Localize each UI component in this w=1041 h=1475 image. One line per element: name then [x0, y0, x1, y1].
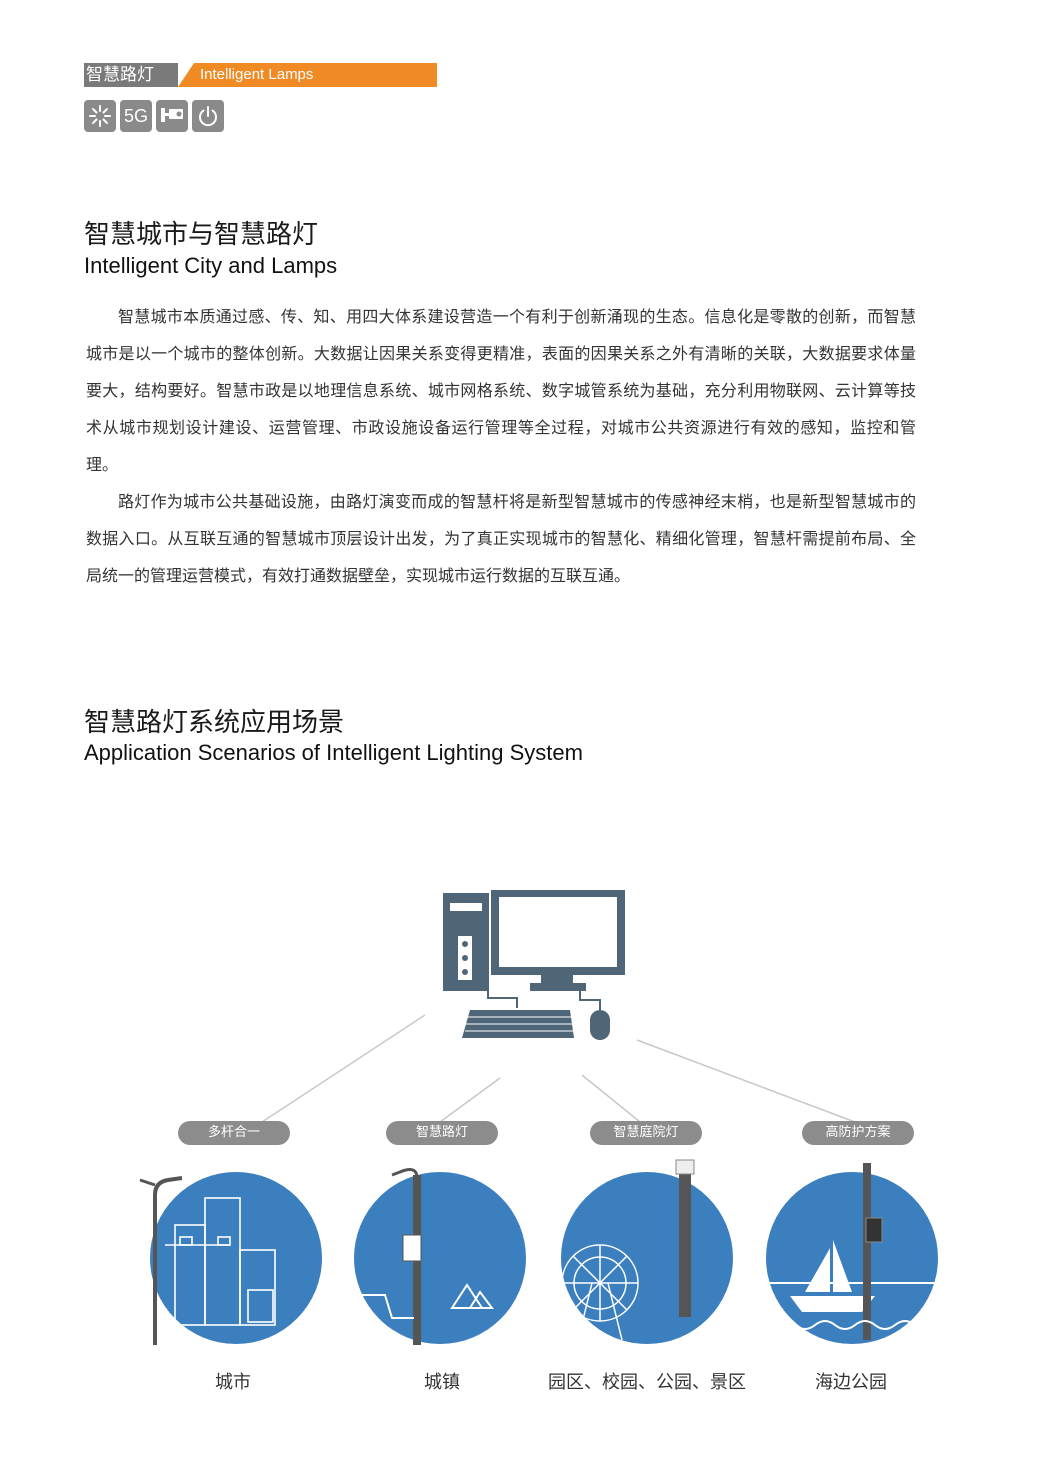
caption-town: 城镇 [424, 1372, 460, 1393]
scenario-circle-town [354, 1168, 526, 1345]
5g-icon: 5G [120, 100, 152, 132]
caption-park: 园区、校园、公园、景区 [548, 1372, 746, 1393]
scenario-circle-park [561, 1159, 733, 1344]
section1-title-cn: 智慧城市与智慧路灯 [84, 220, 319, 250]
header-title-en: Intelligent Lamps [178, 63, 437, 87]
camera-icon [156, 100, 188, 132]
section1-paragraph-2: 路灯作为城市公共基础设施，由路灯演变而成的智慧杆将是新型智慧城市的传感神经末梢，… [86, 492, 916, 585]
keyboard-grid [465, 1016, 573, 1032]
connector-lines [261, 1014, 856, 1123]
caption-seaside: 海边公园 [815, 1372, 887, 1393]
section1-paragraph-1: 智慧城市本质通过感、传、知、用四大体系建设营造一个有利于创新涌现的生态。信息化是… [86, 307, 916, 474]
scenario-circle-seaside [766, 1163, 938, 1344]
light-burst-icon [84, 100, 116, 132]
5g-label: 5G [123, 105, 148, 126]
feature-icons: 5G [84, 100, 224, 132]
tag-high-protection: 高防护方案 [802, 1121, 914, 1145]
tag-multi-pole: 多杆合一 [178, 1121, 290, 1145]
tag-smart-street-lamp: 智慧路灯 [386, 1121, 498, 1145]
scenario-circle-city [139, 1172, 322, 1345]
caption-city: 城市 [215, 1372, 251, 1393]
section2-title-en: Application Scenarios of Intelligent Lig… [84, 740, 583, 765]
header-title-cn: 智慧路灯 [84, 63, 178, 87]
header-bar: 智慧路灯 Intelligent Lamps [84, 63, 437, 87]
section1-title-en: Intelligent City and Lamps [84, 253, 338, 278]
power-icon [192, 100, 224, 132]
tag-smart-garden-lamp: 智慧庭院灯 [590, 1121, 702, 1145]
section2-title-cn: 智慧路灯系统应用场景 [84, 708, 345, 738]
